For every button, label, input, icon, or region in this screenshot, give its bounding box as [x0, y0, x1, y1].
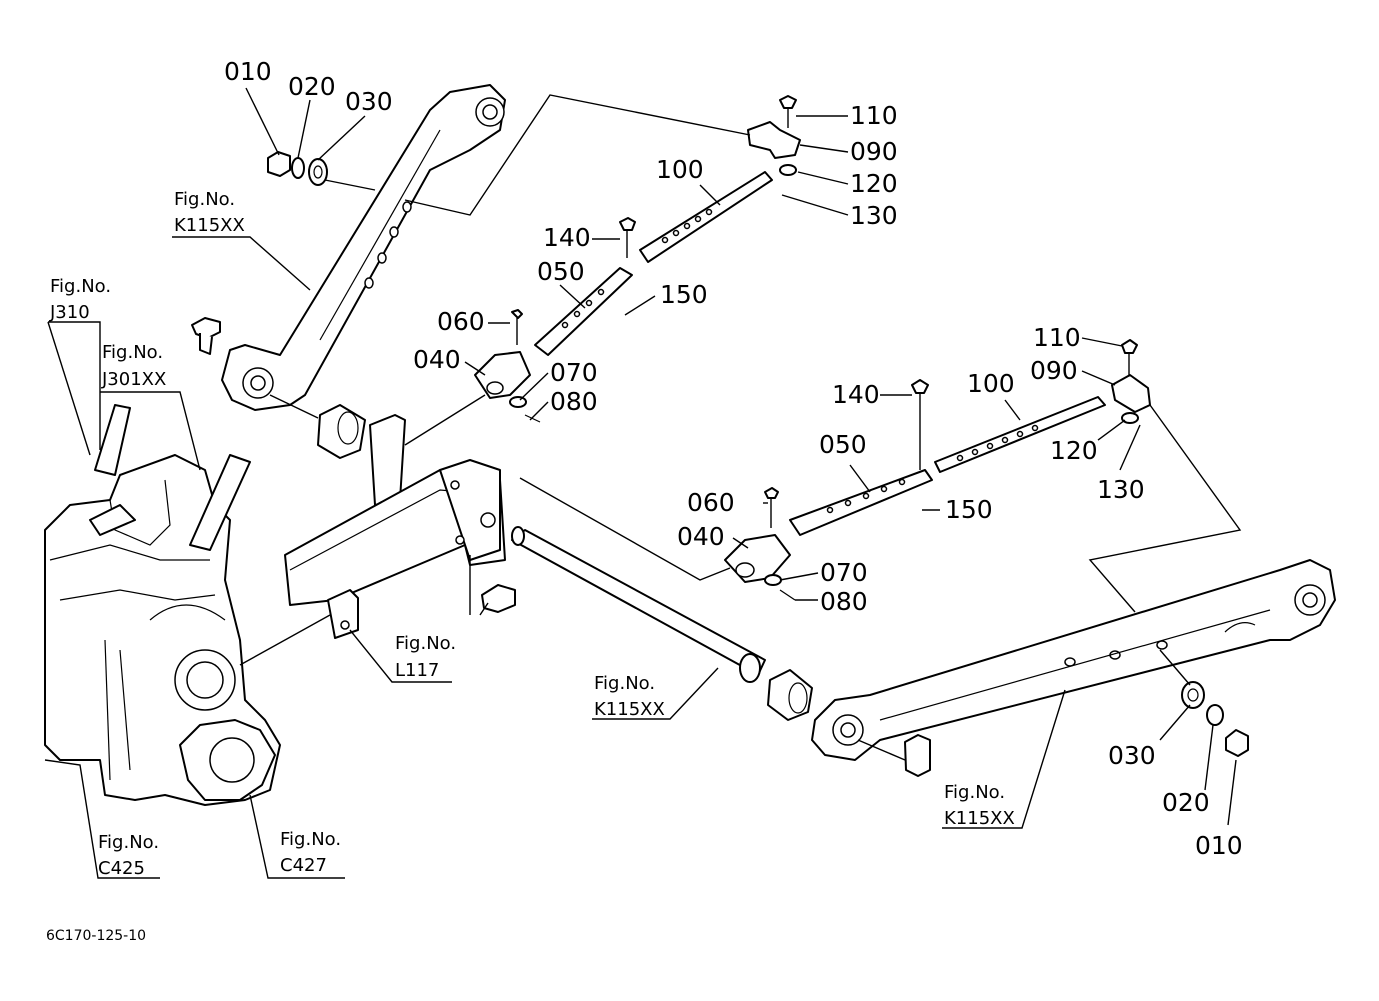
callout-numbers-right: 110 090 100 140 050 120 130 060 150 040 … [677, 323, 1243, 860]
callout-130: 130 [850, 201, 898, 230]
callout-010: 010 [1195, 831, 1243, 860]
svg-text:K115XX: K115XX [944, 808, 1015, 829]
left-arm-fasteners [267, 151, 328, 186]
callout-040: 040 [413, 345, 461, 374]
svg-text:Fig.No.: Fig.No. [98, 832, 159, 853]
fig-ref-k115xx-center: Fig.No. K115XX [594, 673, 665, 720]
callout-010: 010 [224, 57, 272, 86]
callout-120: 120 [1050, 436, 1098, 465]
callout-030: 030 [345, 87, 393, 116]
callout-140: 140 [543, 223, 591, 252]
svg-text:Fig.No.: Fig.No. [102, 342, 163, 363]
callout-090: 090 [850, 137, 898, 166]
right-arm-fasteners [1181, 681, 1249, 757]
callout-080: 080 [550, 387, 598, 416]
callout-120: 120 [850, 169, 898, 198]
svg-text:Fig.No.: Fig.No. [174, 189, 235, 210]
svg-text:C427: C427 [280, 855, 327, 876]
callout-050: 050 [537, 257, 585, 286]
drawbar-frame [284, 414, 516, 639]
cross-shaft [511, 526, 813, 721]
fig-ref-k115xx-right: Fig.No. K115XX [944, 782, 1015, 829]
callout-140: 140 [832, 380, 880, 409]
leader-lines [44, 87, 1242, 879]
callout-100: 100 [967, 369, 1015, 398]
left-lower-link-arm [221, 84, 506, 411]
callout-130: 130 [1097, 475, 1145, 504]
svg-text:Fig.No.: Fig.No. [944, 782, 1005, 803]
callout-040: 040 [677, 522, 725, 551]
callout-110: 110 [850, 101, 898, 130]
callout-060: 060 [437, 307, 485, 336]
callout-070: 070 [820, 558, 868, 587]
fig-ref-k115xx-upper: Fig.No. K115XX [174, 189, 245, 236]
svg-text:J301XX: J301XX [101, 369, 166, 390]
left-pin-and-sleeve [191, 317, 366, 459]
fig-ref-j301xx: Fig.No. J301XX [101, 342, 166, 390]
callout-070: 070 [550, 358, 598, 387]
fig-ref-j310: Fig.No. J310 [49, 276, 111, 323]
left-lift-rod [474, 95, 801, 423]
svg-text:K115XX: K115XX [174, 215, 245, 236]
callout-numbers-left: 010 020 030 100 110 090 120 130 140 050 … [224, 57, 898, 416]
svg-text:Fig.No.: Fig.No. [594, 673, 655, 694]
callout-090: 090 [1030, 356, 1078, 385]
right-lift-rod [724, 339, 1151, 601]
svg-text:K115XX: K115XX [594, 699, 665, 720]
fig-ref-c427: Fig.No. C427 [280, 829, 341, 876]
callout-150: 150 [945, 495, 993, 524]
callout-030: 030 [1108, 741, 1156, 770]
callout-080: 080 [820, 587, 868, 616]
svg-text:L117: L117 [395, 660, 439, 681]
callout-150: 150 [660, 280, 708, 309]
fig-ref-l117: Fig.No. L117 [395, 633, 456, 681]
figure-references: Fig.No. K115XX Fig.No. J310 Fig.No. J301… [49, 189, 1015, 879]
callout-060: 060 [687, 488, 735, 517]
tractor-housing [44, 404, 281, 806]
right-lower-link-arm [811, 559, 1336, 777]
callout-020: 020 [1162, 788, 1210, 817]
svg-text:Fig.No.: Fig.No. [50, 276, 111, 297]
svg-text:Fig.No.: Fig.No. [280, 829, 341, 850]
drawing-id: 6C170-125-10 [46, 928, 146, 944]
callout-050: 050 [819, 430, 867, 459]
callout-020: 020 [288, 72, 336, 101]
svg-text:C425: C425 [98, 858, 145, 879]
callout-100: 100 [656, 155, 704, 184]
svg-text:Fig.No.: Fig.No. [395, 633, 456, 654]
fig-ref-c425: Fig.No. C425 [98, 832, 159, 879]
svg-text:J310: J310 [49, 302, 90, 323]
callout-110: 110 [1033, 323, 1081, 352]
